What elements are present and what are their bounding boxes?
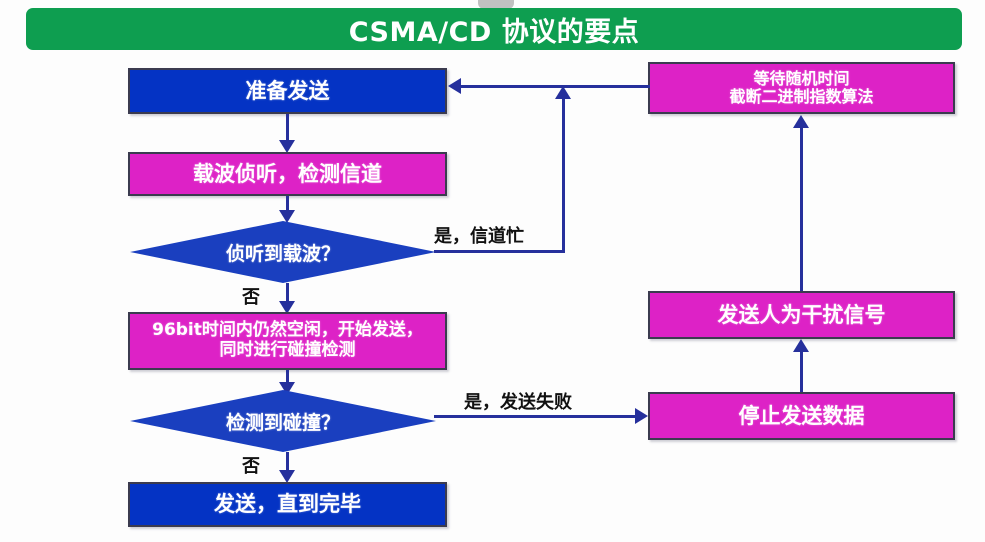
- edge-carrier-yes-vline: [562, 98, 565, 251]
- edge-96bit-to-decision-line: [286, 370, 289, 384]
- edge-label-collision-yes: 是，发送失败: [464, 392, 572, 413]
- edge-carrier-yes-hline: [434, 250, 565, 253]
- edge-collision-no-line: [286, 452, 289, 474]
- node-send-until-done-label: 发送，直到完毕: [214, 492, 361, 517]
- node-prepare-send[interactable]: 准备发送: [128, 68, 447, 114]
- page-title: CSMA/CD 协议的要点: [348, 16, 640, 48]
- edge-carrier-no-line: [286, 283, 289, 305]
- node-stop-send[interactable]: 停止发送数据: [648, 392, 955, 440]
- node-idle-96bit[interactable]: 96bit时间内仍然空闲，开始发送， 同时进行碰撞检测: [128, 312, 447, 370]
- edge-carrier-no-arrowhead: [279, 301, 295, 314]
- node-idle-96bit-line1: 96bit时间内仍然空闲，开始发送，: [152, 320, 423, 341]
- edge-sense-to-decision-line: [286, 196, 289, 212]
- edge-label-carrier-yes: 是，信道忙: [434, 226, 524, 247]
- edge-stop-to-jam-arrowhead: [793, 339, 809, 352]
- node-wait-random-line1: 等待随机时间: [753, 68, 850, 88]
- banner-nub-decoration: [478, 0, 514, 9]
- node-prepare-send-label: 准备发送: [245, 78, 330, 103]
- node-send-until-done[interactable]: 发送，直到完毕: [128, 482, 447, 527]
- edge-wait-to-prepare-arrowhead: [448, 78, 461, 94]
- edge-collision-yes-arrowhead: [635, 408, 648, 424]
- node-send-jam-label: 发送人为干扰信号: [717, 302, 886, 327]
- edge-carrier-yes-arrowhead: [555, 86, 571, 99]
- edge-label-carrier-no: 否: [242, 287, 260, 308]
- node-decision-carrier[interactable]: 侦听到载波？: [130, 221, 436, 283]
- page-title-banner: CSMA/CD 协议的要点: [26, 8, 962, 50]
- edge-sense-to-decision-arrowhead: [279, 210, 295, 223]
- edge-collision-yes-line: [434, 415, 636, 418]
- edge-label-collision-no: 否: [242, 456, 260, 477]
- node-idle-96bit-line2: 同时进行碰撞检测: [219, 340, 356, 360]
- node-wait-random[interactable]: 等待随机时间 截断二进制指数算法: [648, 62, 955, 114]
- node-decision-collision[interactable]: 检测到碰撞？: [130, 390, 436, 452]
- node-carrier-sense-label: 载波侦听，检测信道: [193, 161, 382, 186]
- edge-prepare-to-sense-line: [286, 114, 289, 142]
- node-stop-send-label: 停止发送数据: [738, 403, 865, 428]
- node-decision-collision-label: 检测到碰撞？: [225, 411, 340, 434]
- edge-jam-to-wait-line: [800, 127, 803, 291]
- node-decision-carrier-label: 侦听到载波？: [225, 242, 340, 265]
- edge-jam-to-wait-arrowhead: [793, 115, 809, 128]
- node-wait-random-line2: 截断二进制指数算法: [729, 87, 874, 106]
- edge-stop-to-jam-line: [800, 351, 803, 392]
- edge-prepare-to-sense-arrowhead: [279, 140, 295, 153]
- node-carrier-sense[interactable]: 载波侦听，检测信道: [128, 152, 447, 196]
- edge-collision-no-arrowhead: [279, 470, 295, 483]
- node-send-jam[interactable]: 发送人为干扰信号: [648, 291, 955, 339]
